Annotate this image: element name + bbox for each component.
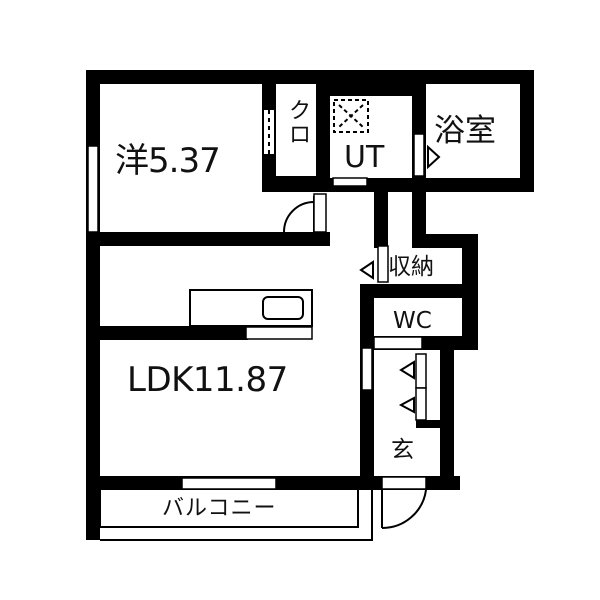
room-label-bathroom: 浴室 bbox=[434, 113, 496, 149]
room-label-entrance: 玄 bbox=[391, 437, 414, 463]
kitchen-counter bbox=[189, 289, 313, 340]
door-arrows bbox=[359, 144, 441, 414]
washer-space-icon bbox=[333, 99, 369, 133]
entrance-door bbox=[381, 476, 427, 530]
room-label-utility: UT bbox=[344, 140, 385, 175]
room-label-closet: クロ bbox=[289, 99, 312, 149]
shoe-cabinet bbox=[415, 353, 427, 421]
room-label-balcony: バルコニー bbox=[162, 496, 277, 521]
room-label-western: 洋5.37 bbox=[115, 141, 221, 181]
room-label-storage: 収納 bbox=[388, 254, 434, 280]
room-label-toilet: WC bbox=[393, 308, 432, 334]
closet-doors bbox=[264, 110, 274, 154]
balcony-outline bbox=[99, 490, 373, 541]
western-room-door bbox=[283, 193, 327, 233]
windows bbox=[87, 133, 425, 490]
room-label-ldk: LDK11.87 bbox=[127, 360, 288, 400]
